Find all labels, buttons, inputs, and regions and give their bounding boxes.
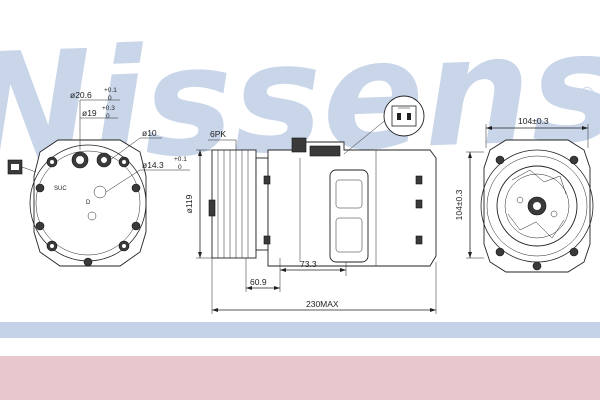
rear-view: SUC D [7, 139, 147, 267]
dim-d20-6-tol-top: +0.1 [104, 87, 117, 94]
dim-104-height: 104±0.3 [454, 189, 464, 220]
dim-60-9: 60.9 [250, 277, 267, 287]
side-view-dimensions: 6PK ø119 73.3 60.9 230MAX [184, 129, 437, 314]
dim-d14-3-tol-top: +0.1 [174, 156, 187, 163]
pink-band [0, 356, 600, 400]
rear-view-dimensions: ø20.6 +0.1 0 ø19 +0.3 0 ø10 ø14.3 +0.1 0 [70, 87, 190, 193]
dim-6pk: 6PK [210, 129, 226, 139]
dim-d14-3: ø14.3 [142, 160, 164, 170]
dim-230max: 230MAX [306, 299, 339, 309]
dim-d10: ø10 [142, 128, 157, 138]
dim-d14-3-tol-bot: 0 [178, 164, 182, 171]
side-view [208, 117, 437, 267]
dim-104-width: 104±0.3 [518, 116, 549, 126]
front-view-dimensions: 104±0.3 104±0.3 [454, 116, 589, 259]
discharge-port-label: D [86, 200, 91, 206]
front-view [480, 139, 594, 273]
dim-73-3: 73.3 [300, 259, 317, 269]
dim-d19-tol-top: +0.3 [102, 105, 115, 112]
connector-detail [383, 95, 425, 137]
dim-d19-tol-bot: 0 [106, 113, 110, 120]
suction-port-label: SUC [54, 186, 67, 192]
dim-d20-6: ø20.6 [70, 90, 92, 100]
registered-mark: ® [578, 84, 596, 105]
dim-d119: ø119 [184, 194, 194, 213]
blue-band [0, 322, 600, 338]
dim-d19: ø19 [82, 108, 97, 118]
dim-d20-6-tol-bot: 0 [108, 95, 112, 102]
